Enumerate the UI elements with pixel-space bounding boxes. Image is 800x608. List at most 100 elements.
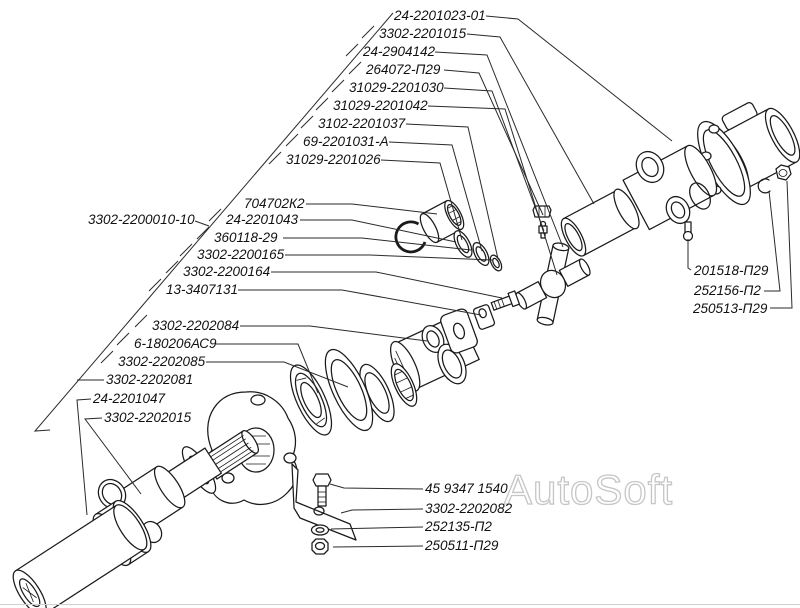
leader-line-264072-П29 (443, 69, 544, 216)
leader-line-250511-П29 (332, 545, 424, 548)
seal-ring-2 (472, 241, 490, 267)
part-label-6-180206АС9: 6-180206АС9 (134, 336, 217, 351)
part-label-3302-2200164: 3302-2200164 (183, 264, 270, 279)
leader-hook-6-180206АС9 (116, 332, 130, 346)
intermediate-yoke-group (389, 290, 521, 392)
leader-line-24-2201043 (300, 219, 457, 243)
yoke-bolt (490, 290, 521, 311)
center-support-flange (204, 391, 357, 555)
bracket-washer (310, 524, 330, 536)
leader-hook-31029-2201030 (331, 79, 345, 93)
leader-line-201518-П29 (687, 239, 692, 271)
watermark-text: AutoSoft (504, 466, 673, 513)
leader-hook-3302-2200164 (165, 260, 179, 274)
front-propeller-shaft (12, 430, 259, 608)
leader-line-6-180206АС9 (216, 343, 319, 394)
part-label-3302-2200165: 3302-2200165 (197, 247, 285, 262)
leader-line-24-2904142 (434, 51, 564, 248)
leader-hook-3302-2202084 (134, 314, 148, 328)
part-label-250511-П29: 250511-П29 (424, 538, 499, 553)
part-label-45 9347 1540: 45 9347 1540 (425, 481, 508, 496)
needle-bearing-cup (419, 199, 465, 244)
bracket-nut (311, 538, 329, 555)
leader-hook-31029-2201026 (268, 151, 282, 165)
splined-bush (390, 363, 418, 407)
leader-line-3302-2202082 (340, 508, 424, 514)
bearing-cap-bolt (682, 221, 694, 242)
leader-line-3302-2202015 (84, 417, 142, 495)
part-label-3302-2200010-10: 3302-2200010-10 (88, 212, 195, 227)
part-label-704702К2: 704702К2 (244, 196, 305, 211)
leader-line-704702К2 (306, 203, 438, 215)
long-diagonal-leader (33, 12, 394, 432)
leader-hook-3302-2200165 (179, 243, 193, 257)
leader-hook-360118-29 (196, 226, 210, 240)
bracket-bolt (312, 473, 332, 507)
part-label-264072-П29: 264072-П29 (365, 62, 441, 77)
leader-line-31029-2201042 (427, 105, 558, 276)
support-bracket (291, 463, 357, 541)
part-label-3102-2201037: 3102-2201037 (318, 116, 406, 131)
leader-line-13-3407131 (238, 289, 482, 316)
part-label-3302-2202085: 3302-2202085 (118, 354, 206, 369)
leader-hook-69-2201031-А (285, 133, 299, 147)
leader-line-360118-29 (283, 237, 472, 251)
leader-hook-3102-2201037 (300, 115, 314, 129)
part-label-31029-2201030: 31029-2201030 (349, 80, 444, 95)
leader-line-31029-2201030 (443, 87, 545, 232)
part-label-24-2904142: 24-2904142 (362, 44, 436, 59)
leader-line-3302-2202084 (240, 325, 428, 342)
leader-line-24-2201047 (76, 398, 92, 516)
part-label-252135-П2: 252135-П2 (424, 519, 492, 534)
part-label-13-3407131: 13-3407131 (166, 282, 238, 297)
leader-hook-264072-П29 (348, 61, 362, 75)
leader-hook-13-3407131 (148, 278, 162, 292)
part-label-24-2201043: 24-2201043 (225, 212, 299, 227)
snap-ring (394, 220, 427, 254)
part-label-69-2201031-А: 69-2201031-А (303, 134, 389, 149)
balance-plate (440, 308, 478, 354)
shaft-tube (12, 504, 148, 608)
leader-hook-24-2201043 (208, 208, 222, 222)
snap-ring-small (757, 178, 771, 194)
small-washer (489, 254, 503, 272)
leader-hook-31029-2201042 (315, 97, 329, 111)
part-label-31029-2201042: 31029-2201042 (333, 98, 428, 113)
ujoint-small-parts (394, 199, 552, 272)
leader-line-252135-П2 (330, 526, 424, 530)
part-label-24-2201023-01: 24-2201023-01 (393, 8, 486, 23)
leader-line-3302-2200164 (271, 271, 503, 299)
leader-line-3302-2200010-10 (194, 220, 210, 227)
rear-sliding-yoke (560, 144, 718, 257)
leader-line-3302-2202085 (206, 361, 349, 388)
exploded-driveshaft-drawing (12, 102, 800, 608)
leader-hook-3302-2202085 (100, 350, 114, 364)
part-label-252156-П2: 252156-П2 (693, 283, 761, 298)
leader-line-252156-П2 (764, 190, 781, 292)
part-label-360118-29: 360118-29 (214, 230, 278, 245)
spider-cross (515, 242, 591, 326)
leader-line-3302-2201015 (466, 33, 595, 205)
leader-line-24-2201023-01 (485, 15, 673, 142)
part-label-3302-2202015: 3302-2202015 (104, 410, 192, 425)
part-label-3302-2201015: 3302-2201015 (379, 26, 467, 41)
center-bearing-stack (289, 348, 418, 436)
seal-ring-1 (453, 230, 473, 258)
part-label-201518-П29: 201518-П29 (693, 263, 769, 278)
part-label-24-2201047: 24-2201047 (92, 391, 166, 406)
leader-line-45 9347 1540 (329, 483, 424, 490)
sliding-tube (560, 188, 640, 257)
flange-bolt-hole (708, 124, 720, 134)
leader-line-69-2201031-А (388, 141, 483, 252)
part-labels-layer: 24-2201023-01 3302-2201015 24-2904142 26407… (33, 8, 793, 553)
flange-nut (775, 164, 792, 181)
leader-hook-3302-2201015 (361, 25, 375, 39)
ball-bearing (289, 364, 333, 436)
rubber-cushion (324, 348, 374, 432)
leader-line-3102-2201037 (405, 123, 499, 260)
part-label-3302-2202081: 3302-2202081 (106, 372, 193, 387)
part-label-31029-2201026: 31029-2201026 (286, 152, 381, 167)
lock-plate (472, 304, 496, 330)
